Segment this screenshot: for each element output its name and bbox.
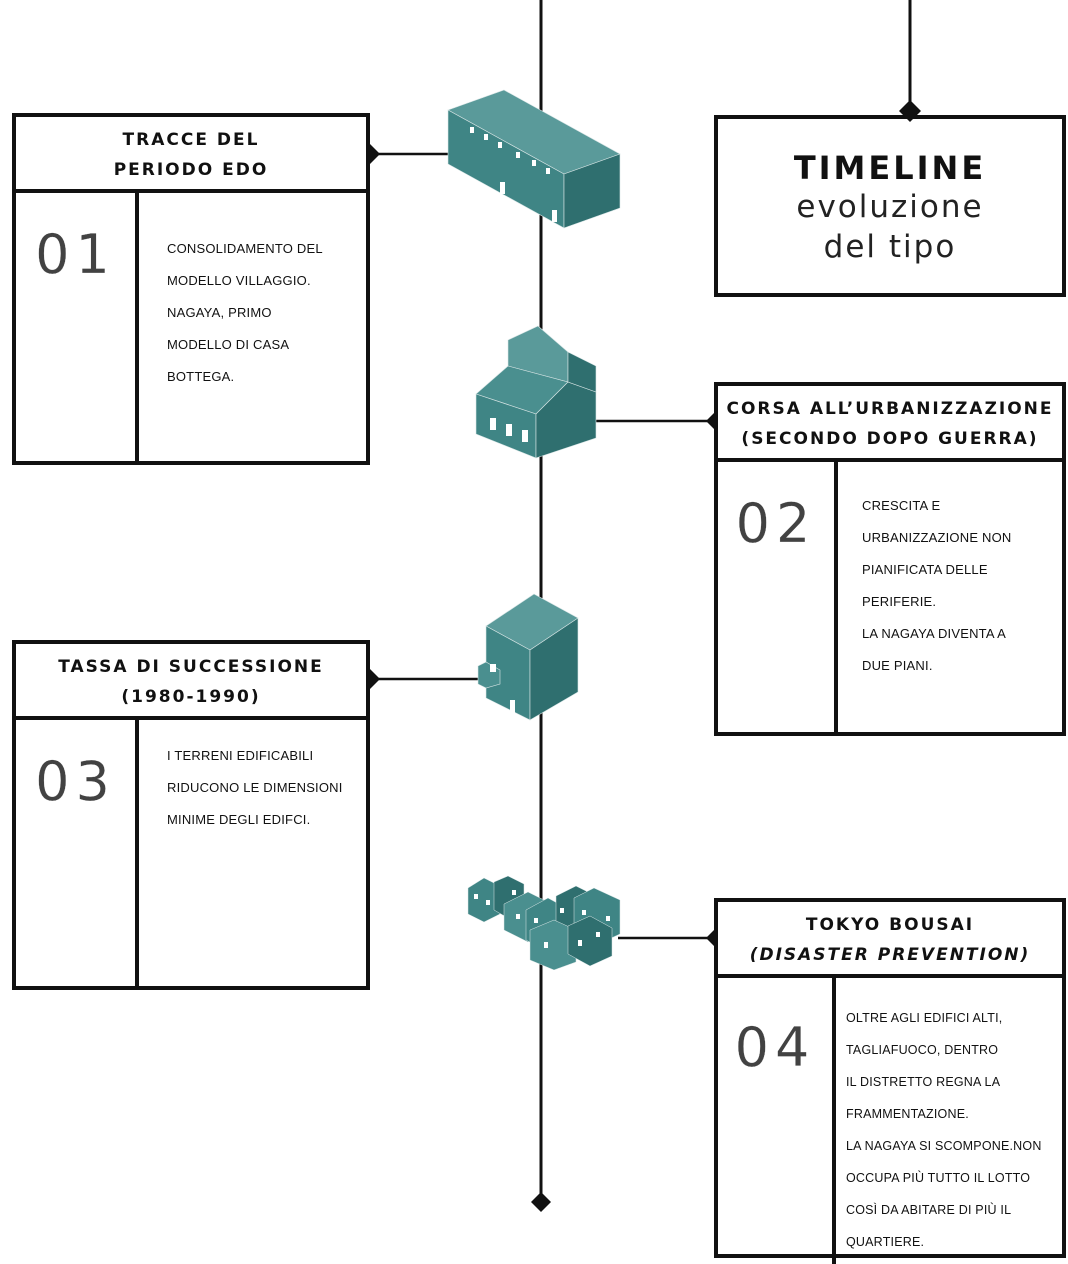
period-text-03: i terreni edificabili riducono le dimens… <box>167 748 343 827</box>
period-title-01: TRACCE DEL PERIODO EDO <box>113 130 269 180</box>
connector-01-diamond <box>370 144 380 164</box>
page-subtitle-line-2: del tipo <box>823 229 957 265</box>
period-body-01 <box>135 189 366 465</box>
period-title-04: TOKYO BOUSAI (DISASTER PREVENTION) <box>749 915 1031 965</box>
period-body-02 <box>834 458 1062 736</box>
nagaya-row-house-icon <box>447 89 621 229</box>
period-number-box-04: 04 <box>718 974 836 1264</box>
period-card-01: TRACCE DEL PERIODO EDO 01 Consolidamento… <box>12 113 370 465</box>
connector-03-diamond <box>370 669 380 689</box>
two-storey-nagaya-icon <box>475 325 597 459</box>
period-text-04: oltre agli edifici alti, tagliafuoco, de… <box>846 1011 1042 1249</box>
period-card-02: CORSA ALL’URBANIZZAZIONE (SECONDO DOPO G… <box>714 382 1066 736</box>
connector-02-diamond <box>706 411 716 431</box>
narrow-house-icon <box>477 593 579 721</box>
period-title-03: TASSA DI SUCCESSIONE (1980-1990) <box>58 657 324 707</box>
period-number-04: 04 <box>734 1016 816 1079</box>
period-text-02: Crescita e urbanizzazione non pianificat… <box>862 498 1012 673</box>
timeline-end-diamond <box>531 1192 551 1212</box>
fragmented-district-icon <box>467 875 621 970</box>
period-number-box-01: 01 <box>16 189 139 465</box>
page-subtitle-line-1: evoluzione <box>796 189 984 225</box>
period-number-02: 02 <box>735 492 817 555</box>
period-number-box-03: 03 <box>16 716 139 990</box>
connector-04-diamond <box>706 928 716 948</box>
period-card-03: TASSA DI SUCCESSIONE (1980-1990) 03 i te… <box>12 640 370 990</box>
period-body-03 <box>135 716 366 990</box>
period-body-04 <box>832 974 1062 1264</box>
period-title-02: CORSA ALL’URBANIZZAZIONE (SECONDO DOPO G… <box>726 399 1054 449</box>
title-box: TIMELINE evoluzione del tipo <box>714 115 1066 297</box>
period-card-04: TOKYO BOUSAI (DISASTER PREVENTION) 04 ol… <box>714 898 1066 1264</box>
period-number-box-02: 02 <box>718 458 838 736</box>
period-number-03: 03 <box>35 750 116 813</box>
period-text-01: Consolidamento del modello villaggio. Na… <box>167 241 323 384</box>
period-number-01: 01 <box>35 223 116 286</box>
page-title: TIMELINE <box>793 149 987 187</box>
